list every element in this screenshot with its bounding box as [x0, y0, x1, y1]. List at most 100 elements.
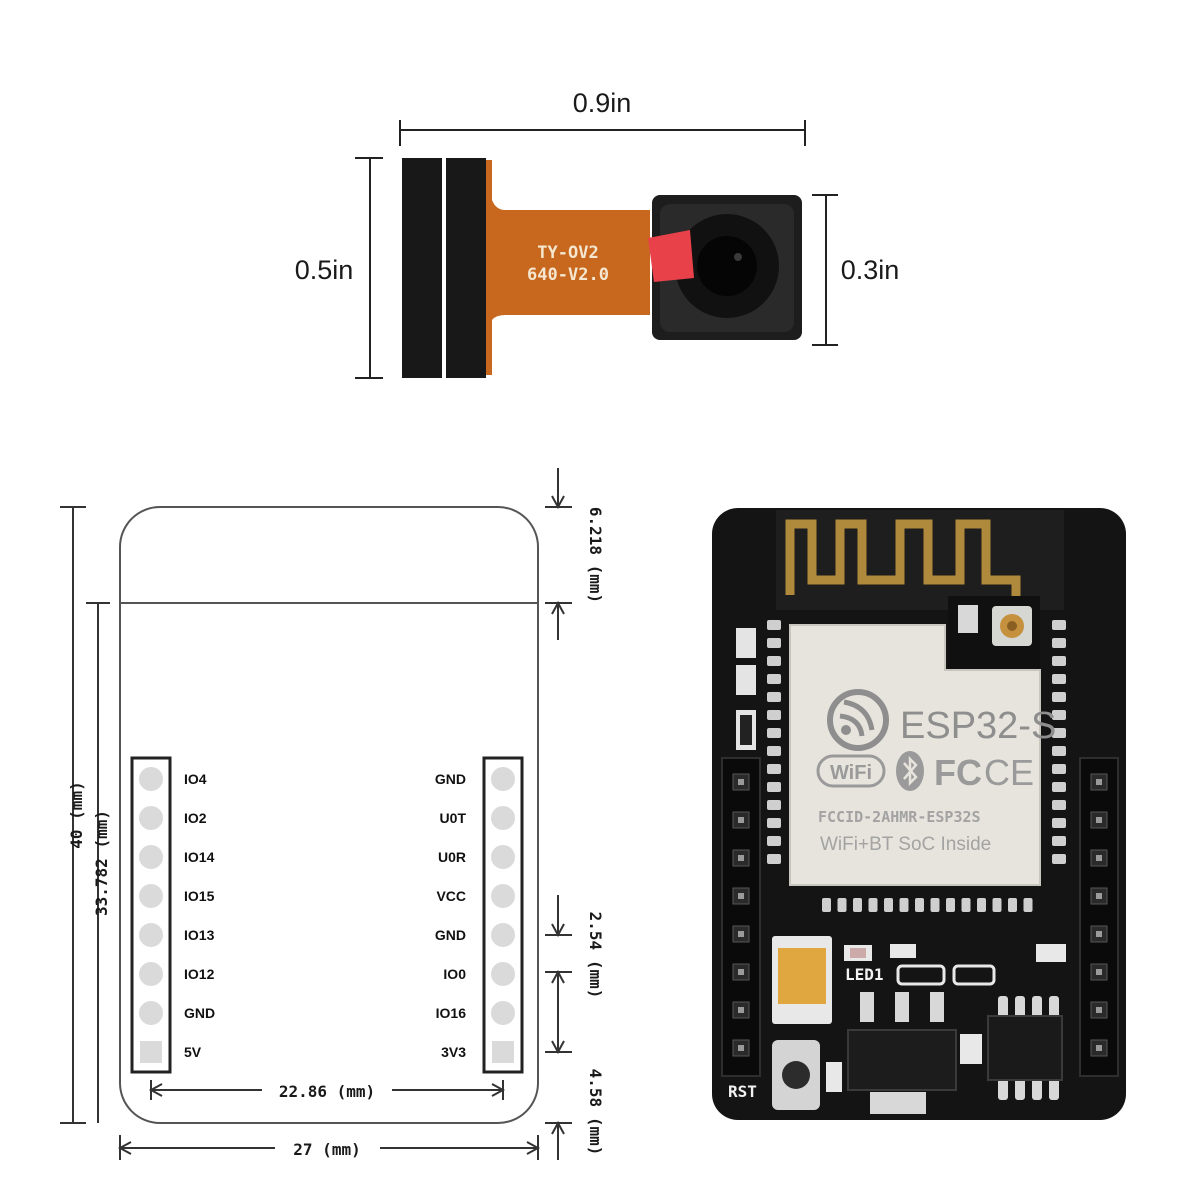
right-pin-label: VCC — [436, 888, 466, 904]
right-pin-square-pad — [492, 1041, 514, 1063]
camera-width-label: 0.9in — [573, 88, 632, 118]
module-pad — [1052, 854, 1066, 864]
inner-height-label: 33.782 (mm) — [92, 810, 111, 916]
module-pad — [992, 898, 1002, 912]
camera-width-dimension: 0.9in — [399, 88, 806, 146]
module-pad — [961, 898, 971, 912]
right-pin-pad — [491, 845, 515, 869]
module-pad — [1052, 674, 1066, 684]
right-pin-label: U0T — [440, 810, 467, 826]
module-pad — [1052, 728, 1066, 738]
left-pin-label: IO14 — [184, 849, 215, 865]
right-pin-label: IO16 — [436, 1005, 467, 1021]
module-pad — [1008, 898, 1017, 912]
module-pads-bottom — [822, 898, 1033, 912]
module-pad — [1052, 638, 1066, 648]
module-pad — [767, 800, 781, 810]
top-offset-label: 6.218 (mm) — [586, 507, 605, 603]
module-pad — [1052, 818, 1066, 828]
board-left-pins — [732, 773, 750, 1057]
left-pin-label: IO12 — [184, 966, 215, 982]
lens-height-dimension: 0.3in — [812, 194, 900, 346]
fcc-id: FCCID-2AHMR-ESP32S — [818, 808, 981, 826]
right-pin-pad — [491, 884, 515, 908]
camera-height-dimension: 0.5in — [295, 157, 383, 379]
module-pad — [767, 674, 781, 684]
module-pad — [853, 898, 862, 912]
module-pad — [767, 782, 781, 792]
camera-connector-right — [446, 158, 486, 378]
module-pad — [767, 764, 781, 774]
row-spacing-label: 22.86 (mm) — [279, 1082, 375, 1101]
module-pad — [767, 638, 781, 648]
left-pin-square-pad — [140, 1041, 162, 1063]
pitch-label: 2.54 (mm) — [586, 912, 605, 999]
espressif-logo-icon — [827, 689, 889, 751]
left-pin-label: GND — [184, 1005, 215, 1021]
pcb-antenna — [785, 519, 1021, 596]
right-pin-label: IO0 — [443, 966, 466, 982]
psram-chip — [987, 1015, 1063, 1081]
left-header — [130, 756, 172, 1074]
reset-label: RST — [728, 1082, 757, 1101]
module-pad — [1052, 800, 1066, 810]
led-label: LED1 — [845, 965, 884, 984]
module-pad — [899, 898, 909, 912]
module-pad — [822, 898, 831, 912]
module-pad — [977, 898, 986, 912]
board-outline — [119, 506, 539, 1124]
left-pin-label: IO4 — [184, 771, 207, 787]
lens-height-label: 0.3in — [841, 255, 900, 285]
bottom-offset-dimension: 4.58 (mm) — [545, 1040, 605, 1160]
module-pad — [1052, 620, 1066, 630]
module-pad — [868, 898, 878, 912]
total-width-label: 27 (mm) — [293, 1140, 360, 1159]
module-pad — [767, 692, 781, 702]
right-header — [482, 756, 524, 1074]
voltage-regulator — [847, 1029, 957, 1091]
left-pin-pad — [139, 1001, 163, 1025]
board-left-header — [721, 757, 761, 1077]
fc-mark: FC — [934, 752, 982, 793]
module-pad — [767, 656, 781, 666]
module-pad — [1052, 710, 1066, 720]
left-pin-label: 5V — [184, 1044, 202, 1060]
module-pad — [767, 818, 781, 828]
module-pad — [767, 710, 781, 720]
left-pin-pad — [139, 845, 163, 869]
esp32-cam-board: ESP32-S WiFi FC CE FCCID-2AHMR-ESP32S Wi… — [712, 508, 1126, 1120]
left-pin-pad — [139, 884, 163, 908]
module-pad — [884, 898, 893, 912]
left-pin-pad — [139, 962, 163, 986]
inner-height-dimension: 33.782 (mm) — [86, 602, 111, 1123]
module-pad — [1023, 898, 1033, 912]
total-height-dimension: 40 (mm) — [60, 506, 86, 1124]
module-pad — [1052, 692, 1066, 702]
left-pin-label: IO15 — [184, 888, 215, 904]
module-pad — [1052, 836, 1066, 846]
module-pad — [767, 854, 781, 864]
module-pads-right — [1052, 620, 1066, 864]
camera-height-label: 0.5in — [295, 255, 354, 285]
flex-line1: TY-OV2 — [537, 243, 598, 263]
top-offset-dimension: 6.218 (mm) — [545, 468, 605, 640]
ce-mark: CE — [984, 752, 1034, 793]
module-pad — [1052, 782, 1066, 792]
camera-connector-left — [402, 158, 442, 378]
left-pin-pad — [139, 806, 163, 830]
right-pin-label: GND — [435, 927, 466, 943]
pitch-dimension: 2.54 (mm) — [545, 895, 605, 1052]
camera-module: 0.9in 0.5in 0.3in TY-OV2 640-V2.0 — [295, 88, 900, 379]
flex-cable — [486, 160, 650, 375]
flex-line2: 640-V2.0 — [527, 265, 609, 285]
right-pin-label: 3V3 — [441, 1044, 466, 1060]
module-name: ESP32-S — [900, 705, 1056, 747]
right-pin-label: GND — [435, 771, 466, 787]
module-pad — [837, 898, 847, 912]
right-pin-pad — [491, 1001, 515, 1025]
bottom-offset-label: 4.58 (mm) — [586, 1069, 605, 1156]
module-pad — [767, 620, 781, 630]
left-pin-pad — [139, 767, 163, 791]
